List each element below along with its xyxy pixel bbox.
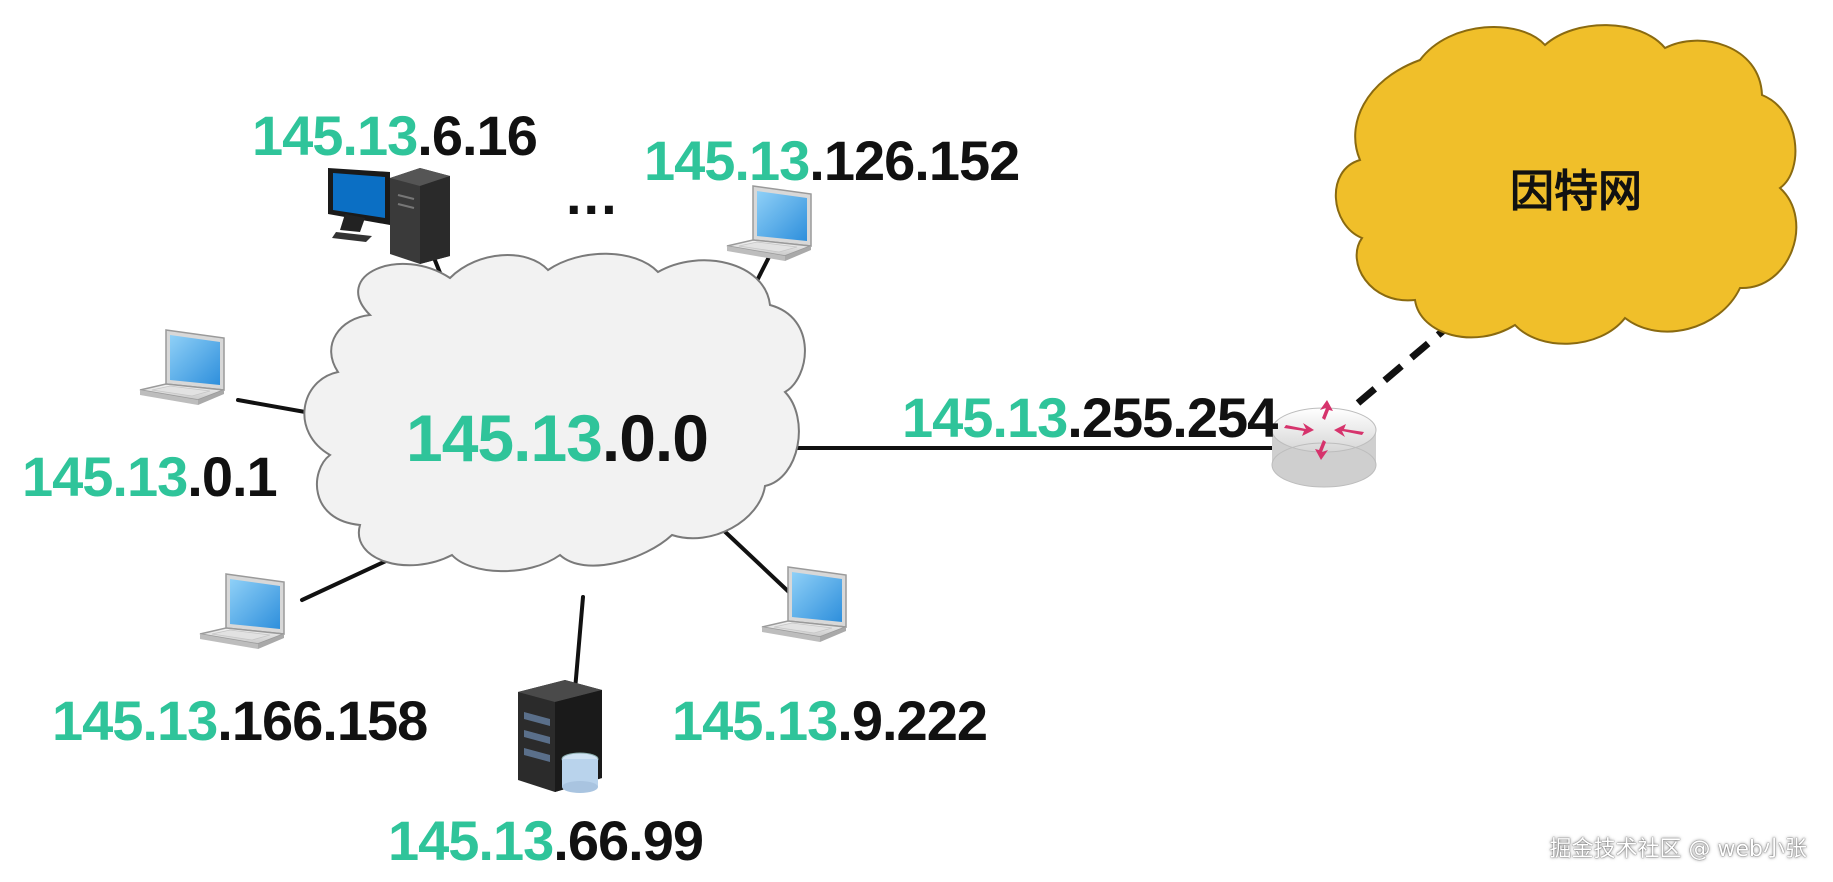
link-internet-dashed (1355, 322, 1453, 406)
host-ip-label-desktop: 145.13.6.16 (252, 104, 538, 167)
laptop-icon (199, 573, 285, 650)
gateway-ip-label: 145.13.255.254 (902, 386, 1278, 449)
internet-label: 因特网 (1510, 166, 1642, 217)
desktop-computer-icon (328, 168, 450, 264)
connection-lines (236, 246, 1277, 692)
router-icon (1271, 400, 1377, 488)
server-icon (518, 680, 602, 793)
host-ip-label-laptop-bottom-left: 145.13.166.158 (52, 689, 428, 752)
host-ip-label-laptop-bottom-right: 145.13.9.222 (672, 689, 988, 752)
host-ip-label-laptop-top-right: 145.13.126.152 (644, 129, 1020, 192)
host-ip-label-laptop-left: 145.13.0.1 (22, 445, 278, 508)
internet-cloud (1334, 24, 1798, 345)
lan-cloud (303, 252, 806, 573)
link-laptop-bottom-left (300, 558, 390, 602)
more-hosts-ellipsis: ... (566, 163, 619, 226)
laptop-icon (139, 329, 225, 406)
link-server (573, 595, 585, 692)
laptop-icon (726, 185, 812, 262)
host-ip-label-server: 145.13.66.99 (388, 809, 704, 872)
subnet-address-label: 145.13.0.0 (406, 401, 709, 475)
watermark-text: 掘金技术社区 @ web小张 (1549, 837, 1807, 862)
